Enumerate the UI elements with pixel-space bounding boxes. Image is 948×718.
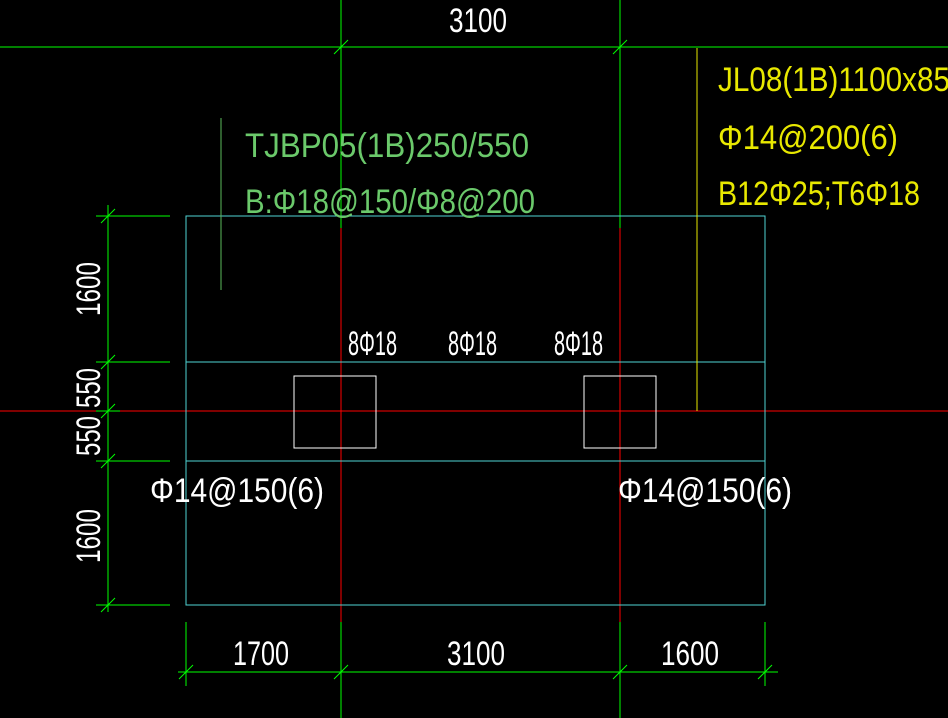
rebar-label-3: 8Φ18 <box>554 325 603 363</box>
bottom-tick-3 <box>612 664 628 680</box>
foundation-boundary[interactable] <box>185 215 766 606</box>
bottom-dimension-chain <box>178 622 778 686</box>
dim-left-mid2: 550 <box>70 416 108 456</box>
beam-annotation-line1: JL08(1B)1100x85 <box>718 61 948 99</box>
top-dimension-ticks <box>333 39 628 55</box>
dim-left-mid1: 550 <box>70 368 108 408</box>
slab-annotation-line2: B:Φ18@150/Φ8@200 <box>245 183 535 221</box>
left-tick-1 <box>100 208 116 224</box>
bottom-tick-2 <box>333 664 349 680</box>
columns <box>293 375 657 449</box>
left-tick-4 <box>100 453 116 469</box>
dim-bottom-right: 1600 <box>661 635 719 673</box>
stirrup-labels: Φ14@150(6) Φ14@150(6) <box>150 472 792 510</box>
bottom-tick-1 <box>178 664 194 680</box>
left-tick-3 <box>100 403 116 419</box>
slab-annotation[interactable]: TJBP05(1B)250/550 B:Φ18@150/Φ8@200 <box>245 127 535 221</box>
dim-left-top: 1600 <box>70 262 108 316</box>
left-dimension-chain <box>96 205 170 613</box>
left-tick-5 <box>100 597 116 613</box>
column-left[interactable] <box>293 375 377 449</box>
bottom-tick-4 <box>757 664 773 680</box>
dim-bottom-mid: 3100 <box>447 635 505 673</box>
beam-annotation-line3: B12Φ25;T6Φ18 <box>718 175 920 213</box>
dim-top: 3100 <box>449 2 507 40</box>
beam-annotation[interactable]: JL08(1B)1100x85 Φ14@200(6) B12Φ25;T6Φ18 <box>718 61 948 213</box>
foundation-outline[interactable] <box>185 215 766 606</box>
beam-annotation-line2: Φ14@200(6) <box>718 119 898 157</box>
dimension-texts: 3100 1600 550 550 1600 1700 3100 1600 <box>70 2 719 673</box>
rebar-label-2: 8Φ18 <box>448 325 497 363</box>
dim-bottom-left: 1700 <box>233 635 289 673</box>
column-right[interactable] <box>583 375 657 449</box>
stirrup-label-left: Φ14@150(6) <box>150 472 324 510</box>
rebar-label-1: 8Φ18 <box>348 325 397 363</box>
dim-left-bottom: 1600 <box>70 509 108 563</box>
top-tick-b <box>612 39 628 55</box>
top-tick-a <box>333 39 349 55</box>
slab-annotation-line1: TJBP05(1B)250/550 <box>245 127 529 165</box>
stirrup-label-right: Φ14@150(6) <box>618 472 792 510</box>
left-tick-2 <box>100 354 116 370</box>
rebar-labels: 8Φ18 8Φ18 8Φ18 <box>348 325 603 363</box>
